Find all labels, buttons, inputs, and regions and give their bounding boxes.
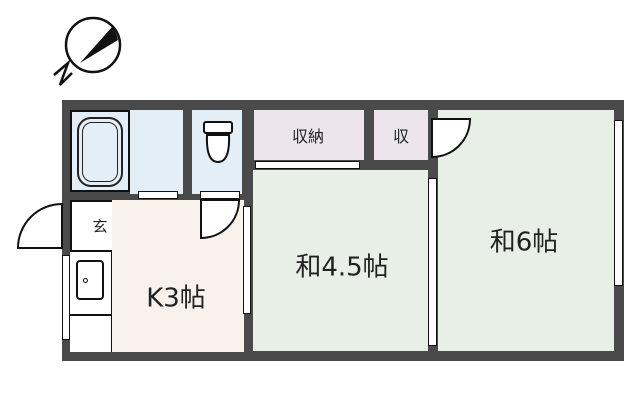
bathtub-icon — [77, 117, 123, 187]
bathroom — [70, 110, 130, 192]
closet-small-door-icon[interactable] — [430, 117, 476, 163]
kitchen-label: K3帖 — [146, 283, 206, 314]
toilet-door-frame — [200, 191, 240, 199]
toilet-room — [192, 110, 242, 194]
toilet-icon — [203, 121, 233, 164]
north-arrow-icon — [53, 16, 122, 86]
washitsu-6-label: 和6帖 — [489, 227, 559, 258]
washitsu-6: 和6帖 — [438, 110, 614, 351]
sink-icon — [76, 260, 104, 300]
washitsu-4-5: 和4.5帖 — [253, 170, 428, 351]
closet-sliding-door[interactable] — [255, 161, 360, 169]
closet-large-label: 収納 — [291, 127, 325, 146]
toilet-door-icon[interactable] — [199, 198, 241, 240]
closet-small: 収 — [374, 110, 428, 160]
kitchen-counter — [70, 252, 112, 352]
entrance-door-icon[interactable] — [14, 202, 64, 252]
washroom — [130, 110, 183, 194]
washitsu-6-window[interactable] — [614, 120, 623, 286]
north-compass — [48, 15, 128, 90]
kitchen-window[interactable] — [62, 255, 70, 340]
washitsu-fusuma[interactable] — [428, 178, 437, 346]
closet-small-label: 収 — [392, 127, 410, 146]
washitsu-4-5-label: 和4.5帖 — [295, 252, 389, 283]
entrance-label: 玄 — [92, 217, 108, 236]
washroom-door[interactable] — [138, 191, 178, 199]
kitchen-sliding-door[interactable] — [243, 206, 251, 314]
closet-large: 収納 — [254, 110, 364, 160]
